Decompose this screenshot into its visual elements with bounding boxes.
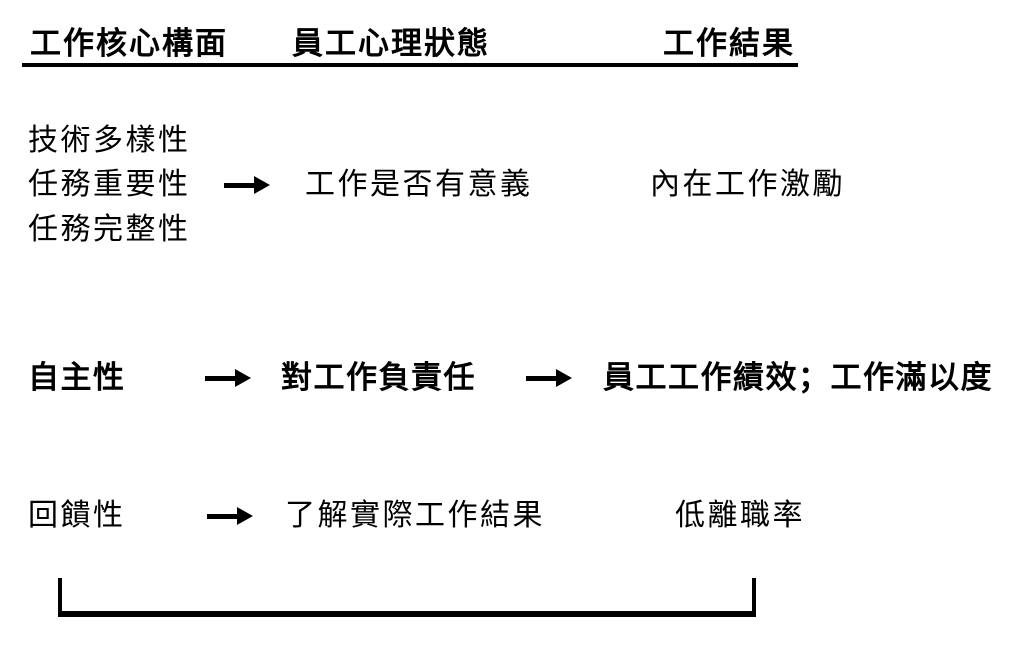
row3-core-line-feedback: 回饋性 [28,499,126,532]
column-header-work-outcomes: 工作結果 [663,26,795,61]
row1-psych-state-meaningfulness: 工作是否有意義 [305,168,533,201]
arrow-head [556,369,572,387]
arrow-stem [224,183,256,188]
row3-psych-state-knowledge-of-results: 了解實際工作結果 [285,499,545,532]
row3-outcome-low-turnover: 低離職率 [675,499,805,532]
column-header-core-dimensions: 工作核心構面 [30,26,228,61]
arrow-head [235,369,251,387]
row2-psych-state-responsibility: 對工作負責任 [281,360,476,395]
row2-core-line-autonomy: 自主性 [28,360,126,395]
row1-outcome-internal-motivation: 內在工作激勵 [650,168,845,201]
arrow-stem [205,376,237,381]
arrow-stem [526,376,558,381]
arrow-stem [207,514,239,519]
arrow-head [237,507,253,525]
arrow-head [254,176,270,194]
row1-core-line-task-significance: 任務重要性 [28,168,191,201]
row1-core-line-task-identity: 任務完整性 [28,213,191,246]
column-header-psychological-states: 員工心理狀態 [292,26,490,61]
arrow-right-icon [207,507,253,525]
row1-core-line-skill-variety: 技術多樣性 [28,124,191,157]
arrow-right-icon [224,176,270,194]
arrow-right-icon [205,369,251,387]
feedback-loop-bracket [58,578,756,617]
header-underline [22,63,798,67]
row2-outcome-performance-satisfaction: 員工工作績效；工作滿以度 [603,360,993,395]
arrow-right-icon [526,369,572,387]
